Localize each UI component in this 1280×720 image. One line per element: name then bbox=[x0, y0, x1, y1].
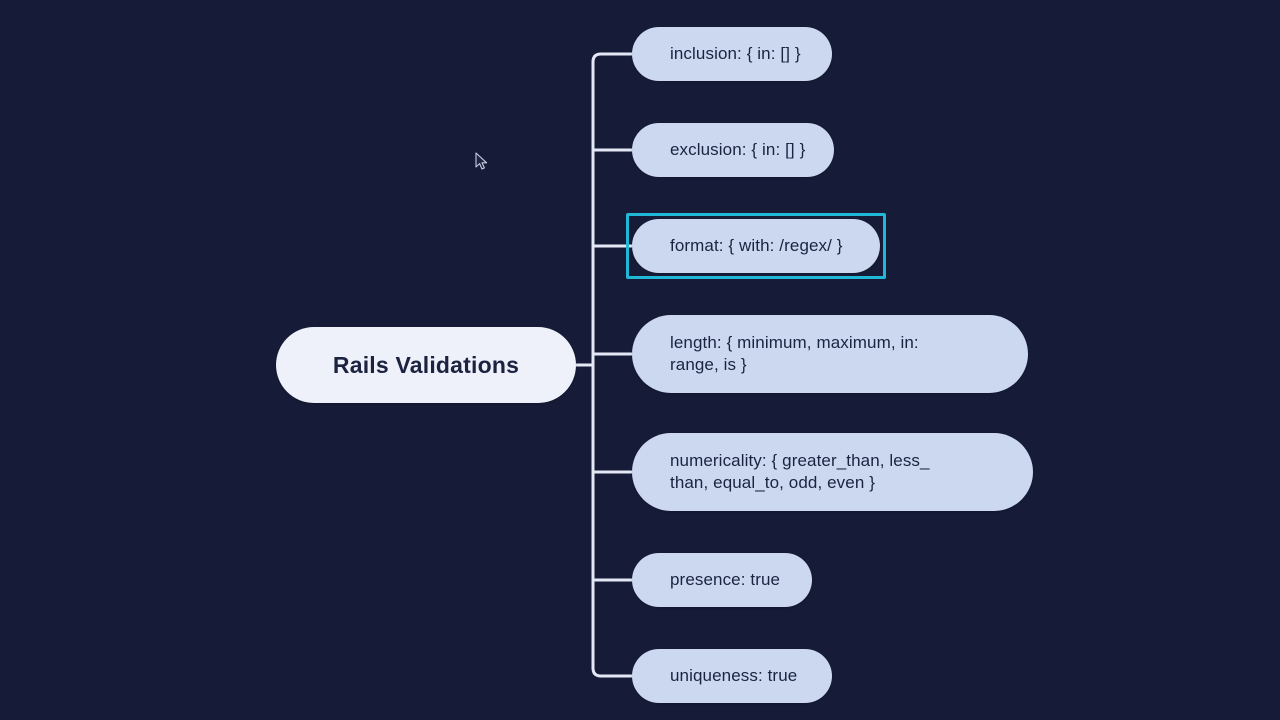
node-format[interactable]: format: { with: /regex/ } bbox=[632, 219, 880, 273]
node-presence-label: presence: true bbox=[670, 569, 781, 589]
root-node-label: Rails Validations bbox=[332, 351, 520, 378]
node-length-label: length: { minimum, maximum, in: range, i… bbox=[670, 332, 919, 374]
node-inclusion[interactable]: inclusion: { in: [] } bbox=[632, 27, 832, 81]
node-presence[interactable]: presence: true bbox=[632, 553, 812, 607]
connector-trunk bbox=[591, 52, 602, 678]
node-uniqueness[interactable]: uniqueness: true bbox=[632, 649, 832, 703]
root-node-rails-validations[interactable]: Rails Validations bbox=[276, 327, 576, 403]
node-length[interactable]: length: { minimum, maximum, in: range, i… bbox=[632, 315, 1028, 393]
node-numericality-label: numericality: { greater_than, less_ than… bbox=[670, 450, 930, 492]
mouse-cursor-icon bbox=[475, 152, 488, 170]
node-inclusion-label: inclusion: { in: [] } bbox=[670, 43, 801, 63]
node-uniqueness-label: uniqueness: true bbox=[670, 665, 798, 685]
node-format-label: format: { with: /regex/ } bbox=[670, 235, 843, 255]
node-numericality[interactable]: numericality: { greater_than, less_ than… bbox=[632, 433, 1033, 511]
node-exclusion-label: exclusion: { in: [] } bbox=[670, 139, 806, 159]
node-exclusion[interactable]: exclusion: { in: [] } bbox=[632, 123, 834, 177]
